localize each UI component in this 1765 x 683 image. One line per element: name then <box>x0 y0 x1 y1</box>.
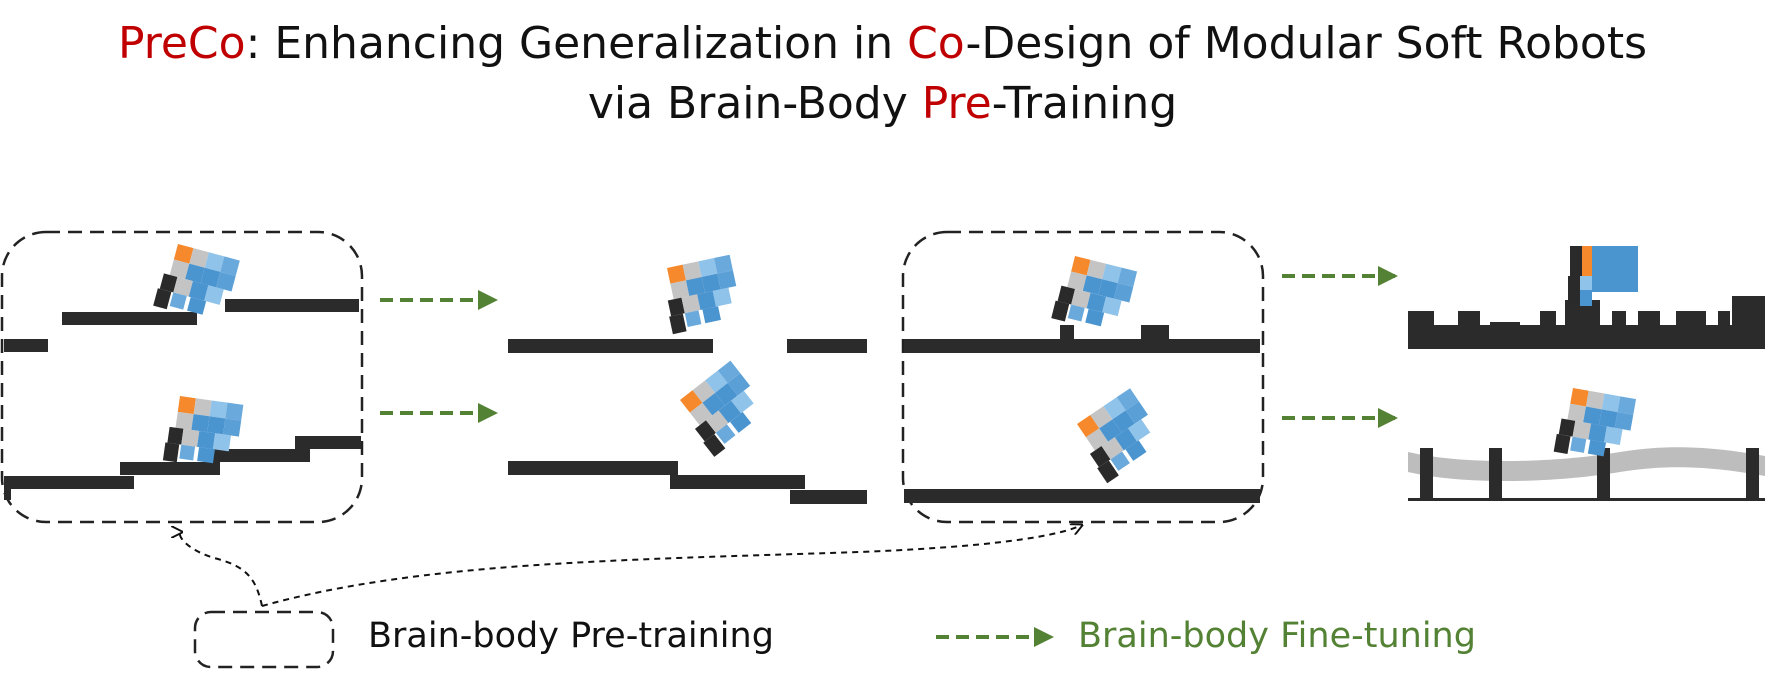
connector-to-right-box <box>261 525 1082 607</box>
title-text-1: : Enhancing Generalization in <box>245 18 908 69</box>
terrain-bumps <box>904 325 1260 353</box>
terrain-gaps <box>4 299 359 352</box>
title-accent-co-2: Co <box>907 18 966 69</box>
connector-to-left-box <box>180 532 263 607</box>
terrain-stairs-up <box>4 436 361 500</box>
terrain-bridge <box>1408 447 1765 501</box>
title-text-4: -Training <box>991 78 1178 129</box>
title-accent-pre-2: Pre <box>921 78 992 129</box>
terrain-gaps-finetune <box>508 339 867 353</box>
pretraining-box-right <box>901 230 1265 524</box>
legend-finetuning-label: Brain-body Fine-tuning <box>1078 616 1476 656</box>
legend-pretraining-label: Brain-body Pre-training <box>368 616 774 656</box>
terrain-rugged <box>1408 296 1765 349</box>
title-text-3: via Brain-Body <box>587 78 922 129</box>
title-accent-pre: Pre <box>117 18 188 69</box>
terrain-flat <box>904 489 1260 503</box>
title-line-2: via Brain-Body Pre-Training <box>0 78 1765 129</box>
title-line-1: PreCo: Enhancing Generalization in Co-De… <box>0 18 1765 69</box>
robot-6 <box>1070 388 1167 484</box>
robot-3 <box>659 254 744 335</box>
robot-4 <box>673 360 772 457</box>
robot-7 <box>1568 246 1638 306</box>
robot-5 <box>1051 254 1138 336</box>
title-accent-co: Co <box>187 18 246 69</box>
pretraining-box-left <box>0 230 364 524</box>
legend-pretraining-box <box>193 610 335 669</box>
terrain-stairs-down <box>508 461 867 504</box>
title-text-2: -Design of Modular Soft Robots <box>965 18 1648 69</box>
